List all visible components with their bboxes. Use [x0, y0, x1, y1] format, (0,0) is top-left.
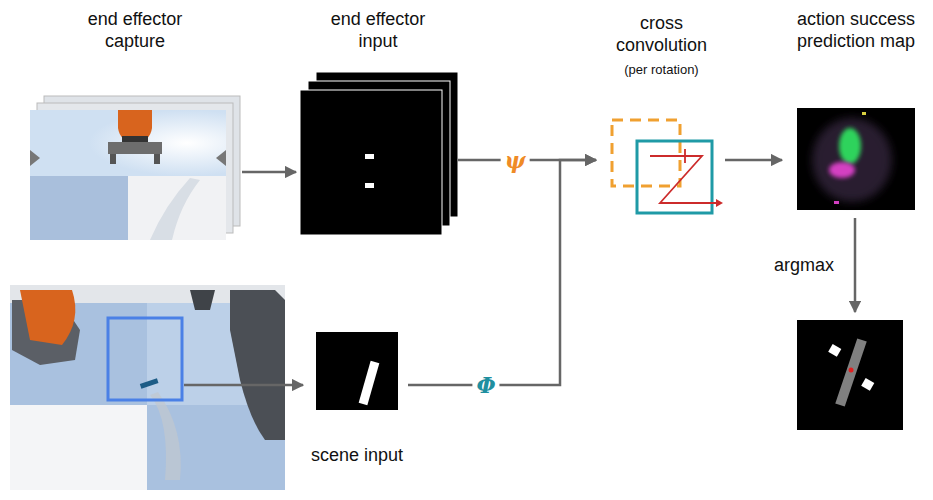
crop-arrow: [184, 384, 303, 387]
scan-path: [650, 156, 718, 203]
scene-ground: [10, 285, 285, 490]
crop-box: [108, 318, 182, 400]
robot-part: [190, 290, 215, 310]
flow-arrow: [408, 160, 596, 385]
green-blob: [839, 128, 861, 164]
scene-photo: [10, 285, 285, 490]
haze: [812, 118, 892, 202]
gripper-pose: [861, 378, 874, 391]
gripper-pose: [828, 344, 841, 357]
speck: [862, 112, 866, 115]
robot-arm: [20, 290, 75, 345]
feature-symbol: ψ: [501, 147, 530, 173]
flow-arrow: [242, 171, 296, 174]
robot-arm: [230, 290, 285, 440]
prediction-map: [797, 108, 915, 210]
magenta-blob: [829, 162, 855, 178]
panel-subtitle: (per rotation): [624, 62, 698, 78]
object-mask: [840, 340, 862, 405]
mask-image: [316, 332, 398, 410]
gripper-finger: [110, 154, 116, 164]
figure-panel: cross convolution (per rotation): [598, 12, 725, 218]
argmax-output: [797, 320, 903, 430]
panel-title: end effector capture: [68, 8, 203, 52]
cross-conv-icon: [612, 120, 723, 213]
gripper: [108, 142, 162, 154]
mask-image: [300, 90, 442, 235]
floor-tile: [128, 176, 226, 240]
scan-tick: [684, 149, 686, 163]
scan-head: [716, 199, 723, 207]
speck: [834, 201, 839, 204]
kernel-box: [612, 120, 680, 186]
gripper-finger: [154, 154, 160, 164]
object-mask: [363, 362, 375, 404]
shadow: [150, 178, 200, 240]
step-label: argmax: [772, 254, 836, 276]
figure-panel: end effector input: [298, 8, 458, 238]
finger-mask: [365, 183, 374, 188]
panel-title: scene input: [311, 444, 403, 466]
argmax-arrow: [854, 218, 857, 312]
wall: [30, 110, 226, 176]
figure-panel: end effector capture: [28, 8, 242, 242]
grasp-point: [849, 368, 854, 373]
map-ground: [797, 108, 915, 210]
capture-photo: [30, 110, 226, 240]
panel-title: end effector input: [311, 8, 446, 52]
mask-stack: [300, 72, 458, 235]
scene-mask: [316, 332, 398, 410]
panel-title: action success prediction map: [786, 8, 926, 52]
panel-title: cross convolution: [604, 12, 719, 56]
figure-panel: action success prediction map: [784, 8, 928, 214]
object: [140, 378, 159, 388]
floor-tile: [10, 405, 147, 490]
mount: [30, 150, 40, 166]
output-ground: [797, 320, 903, 430]
shadow: [150, 392, 181, 480]
floor-tile: [30, 176, 128, 240]
figure-panel: scene input: [306, 328, 408, 466]
mount: [216, 150, 226, 166]
flow-arrow: [725, 159, 782, 162]
finger-mask: [365, 154, 374, 159]
feature-symbol: Φ: [472, 372, 499, 398]
capture-photo-stack: [30, 96, 240, 240]
